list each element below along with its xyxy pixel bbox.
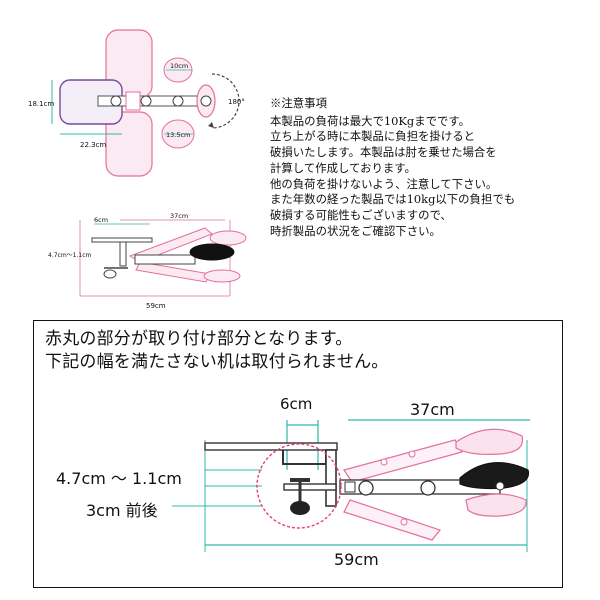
pad-upper (455, 428, 524, 455)
screw-knob (290, 501, 310, 515)
rotation-label: 180° (228, 98, 245, 106)
clamp-jaw-bottom (283, 483, 337, 491)
total-dim-label: 59cm (146, 302, 166, 310)
clamp-width-label: 6cm (280, 395, 313, 413)
link-hole (380, 458, 388, 466)
clamp-jaw-top (282, 450, 327, 465)
notes-line: 時折製品の状況をご確認下さい。 (270, 223, 441, 238)
arm-dim-label: 37cm (170, 212, 188, 220)
notes-line: 立ち上がる時に本製品に負担を掛けると (270, 129, 476, 144)
caution-notes: ※注意事項 本製品の負荷は最大で10Kgまでです。 立ち上がる時に本製品に負担を… (270, 96, 595, 239)
notes-line: 破損いたします。本製品は肘を乗せた場合を (270, 145, 497, 160)
top-view-diagram: 18.1cm 22.3cm 10cm 13.5cm 180° (28, 29, 245, 177)
total-length-label: 59cm (334, 550, 379, 569)
link-hole (400, 518, 408, 526)
lower-pad (105, 111, 153, 177)
mounting-detail-panel (33, 320, 563, 588)
notes-line: 計算して作成しております。 (270, 160, 416, 175)
end-joint (200, 95, 212, 107)
clamp-knob (103, 269, 117, 279)
joint-3 (172, 95, 184, 107)
clamp-body (119, 241, 127, 267)
arm-joint-2 (420, 480, 436, 496)
depth-dim-label: 22.3cm (80, 141, 106, 149)
rotation-arrowhead (208, 122, 214, 128)
panel-heading-line1: 赤丸の部分が取り付け部分となります。 (45, 329, 353, 349)
rotation-arc (211, 73, 240, 129)
height-dim-label: 4.7cm〜1.1cm (48, 252, 92, 259)
clamp-dim-label: 6cm (94, 216, 108, 224)
pad-lower (203, 269, 241, 283)
lower-arm (135, 261, 211, 283)
notes-line: また年数の経った製品では10kg以下の負担でも (270, 192, 516, 207)
notes-line: 本製品の負荷は最大で10Kgまでです。 (270, 113, 471, 128)
mid-arm (134, 254, 196, 265)
notes-title: ※注意事項 (270, 96, 327, 110)
screw-plate (290, 478, 310, 482)
width-dim-label: 18.1cm (28, 100, 54, 108)
lower-link (343, 499, 442, 541)
joint-2 (140, 95, 152, 107)
pad-main (459, 462, 530, 490)
pad-top-dim-label: 10cm (170, 62, 188, 70)
pad-upper (209, 230, 247, 246)
clamp-spine (325, 449, 337, 507)
thickness-label: 4.7cm 〜 1.1cm (56, 469, 182, 488)
joint-1 (110, 95, 122, 107)
panel-heading-line2: 下記の幅を満たさない机は取付られません。 (45, 352, 389, 372)
mounting-area-highlight (256, 443, 342, 529)
arm-block (344, 481, 356, 493)
notes-line: 破損する可能性もございますので、 (270, 207, 452, 222)
link-hole (408, 450, 416, 458)
upper-link (343, 439, 463, 483)
arm-joint-1 (358, 480, 374, 496)
pad-lower (465, 493, 527, 517)
side-view-diagram: 6cm 37cm 4.7cm〜1.1cm 59cm (48, 212, 247, 310)
desk-plate (204, 442, 338, 451)
notes-line: 他の負荷を掛けないよう、注意して下さい。 (270, 176, 498, 191)
pad-bottom-dim-label: 13.5cm (166, 131, 190, 139)
pad-joint (495, 481, 505, 491)
pad-main (189, 243, 235, 261)
arm-length-label: 37cm (410, 400, 455, 419)
screw-label: 3cm 前後 (86, 501, 158, 520)
arm-bracket (125, 91, 141, 111)
